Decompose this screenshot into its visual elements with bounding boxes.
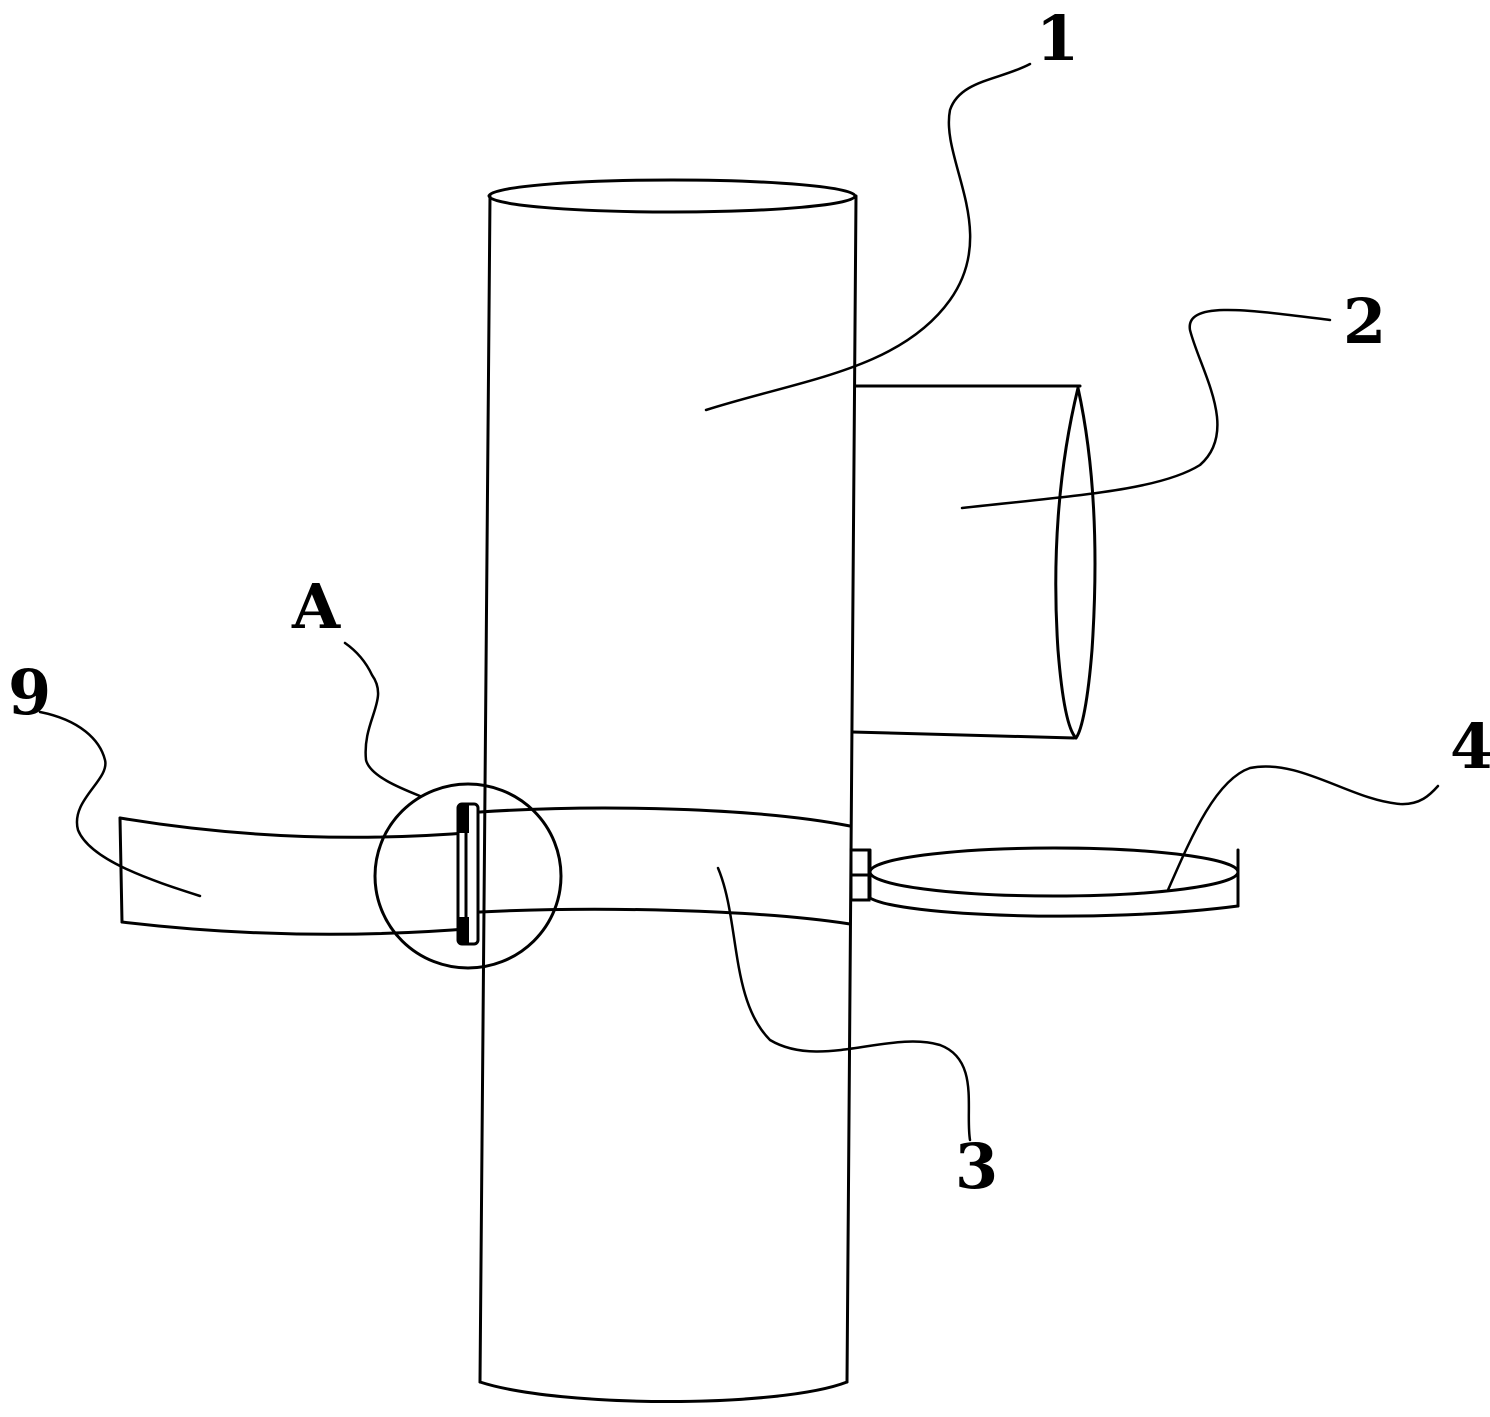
left-strap	[118, 816, 480, 936]
label-3: 3	[955, 1130, 998, 1203]
label-2: 2	[1343, 285, 1386, 358]
buckle	[456, 802, 480, 946]
band	[478, 806, 852, 926]
right-loop	[849, 846, 1240, 918]
label-1: 1	[1036, 2, 1079, 75]
label-a: A	[291, 570, 341, 643]
label-4: 4	[1450, 710, 1490, 783]
label-9: 9	[8, 656, 51, 729]
leader-lines	[38, 62, 1440, 1142]
main-cylinder	[478, 178, 858, 1403]
side-box	[850, 384, 1097, 740]
detail-circle-a	[373, 782, 563, 970]
